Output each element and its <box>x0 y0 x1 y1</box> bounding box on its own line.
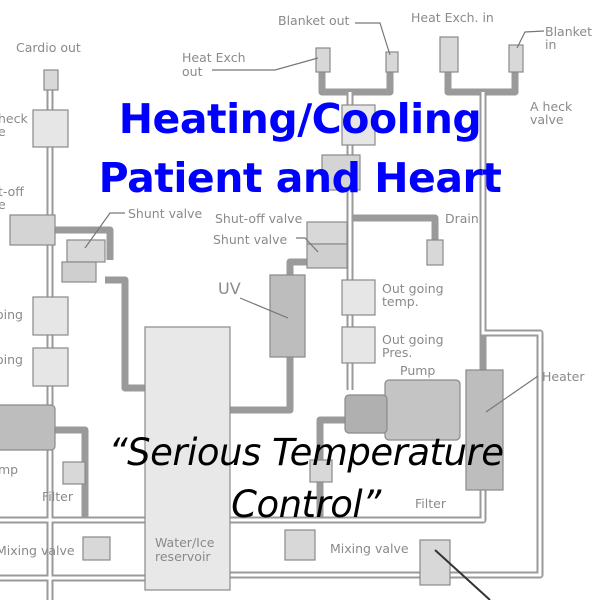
outgoing-pres-sensor <box>341 326 376 364</box>
label-drain: Drain <box>445 211 479 226</box>
label-pump-right: Pump <box>400 363 436 378</box>
check-valve-left <box>32 109 69 148</box>
mixing-valve-right <box>284 529 316 561</box>
heater <box>465 369 504 491</box>
water-ice-reservoir <box>144 326 231 591</box>
label-shunt-valve-center: Shunt valve <box>213 232 288 247</box>
label-mixing-valve-right: Mixing valve <box>330 541 409 556</box>
blanket-out-fitting <box>385 51 399 73</box>
shunt-valve-left-body <box>61 261 97 283</box>
outgoing-temp-sensor <box>341 279 376 316</box>
label-outgoing-left-2: oing <box>0 352 23 367</box>
label-shutoff-valve-center: Shut-off valve <box>215 211 303 226</box>
label-heat-exch-in: Heat Exch. in <box>411 10 494 25</box>
label-outgoing-temp-1: Out going <box>382 281 444 296</box>
shunt-valve-center <box>306 221 348 245</box>
label-reservoir-1: Water/Ice <box>155 535 215 550</box>
label-check-valve-center-1: A heck <box>530 99 573 114</box>
shutoff-valve-left <box>9 214 56 246</box>
label-reservoir-2: reservoir <box>155 549 211 564</box>
uv-lamp <box>269 274 306 358</box>
check-valve-center <box>341 104 376 146</box>
label-shutoff-valve-left-1: t-off <box>0 184 24 199</box>
blanket-in-fitting <box>508 44 524 73</box>
shutoff-valve-center <box>321 154 361 191</box>
label-filter-right: Filter <box>415 496 446 511</box>
label-blanket-in-2: in <box>545 37 557 52</box>
label-shunt-valve-left: Shunt valve <box>128 206 203 221</box>
title-line-2: Patient and Heart <box>98 154 502 202</box>
label-check-valve-center-2: valve <box>530 112 564 127</box>
label-heater: Heater <box>542 369 585 384</box>
label-mixing-valve-left: Mixing valve <box>0 543 75 558</box>
label-outgoing-pres-2: Pres. <box>382 345 413 360</box>
label-uv: UV <box>218 279 241 298</box>
quote-line-1: “Serious Temperature <box>108 431 504 474</box>
label-outgoing-temp-2: temp. <box>382 294 419 309</box>
pump-right-head <box>344 394 388 434</box>
shunt-valve-center-body <box>306 243 348 269</box>
pump-left <box>0 404 56 451</box>
heat-exch-in-fitting <box>439 36 459 73</box>
label-check-valve-left-1: heck <box>0 111 28 126</box>
heat-exch-out-fitting <box>315 47 331 73</box>
label-pump-left: mp <box>0 462 19 477</box>
label-blanket-in-1: Blanket <box>545 24 593 39</box>
label-outgoing-left-1: oing <box>0 307 23 322</box>
cardio-out-fitting <box>43 69 59 91</box>
mixing-valve-left <box>82 536 111 561</box>
leader-lines <box>84 22 545 600</box>
label-check-valve-left-2: e <box>0 124 6 139</box>
label-filter-left: Filter <box>42 489 73 504</box>
filter-left <box>62 461 86 485</box>
label-shutoff-valve-left-2: e <box>0 197 6 212</box>
filter-right <box>309 459 333 483</box>
title-line-1: Heating/Cooling <box>118 95 482 143</box>
label-heat-exch-out-1: Heat Exch <box>182 50 246 65</box>
quote-line-2: Control” <box>231 483 381 526</box>
drain-fitting <box>426 239 444 266</box>
shunt-valve-left <box>66 239 106 263</box>
outgoing-box-left-2 <box>32 347 69 387</box>
bottom-valve <box>419 539 451 586</box>
outgoing-box-left-1 <box>32 296 69 336</box>
label-blanket-out: Blanket out <box>278 13 350 28</box>
label-cardio-out: Cardio out <box>16 40 81 55</box>
label-outgoing-pres-1: Out going <box>382 332 444 347</box>
label-heat-exch-out-2: out <box>182 64 203 79</box>
